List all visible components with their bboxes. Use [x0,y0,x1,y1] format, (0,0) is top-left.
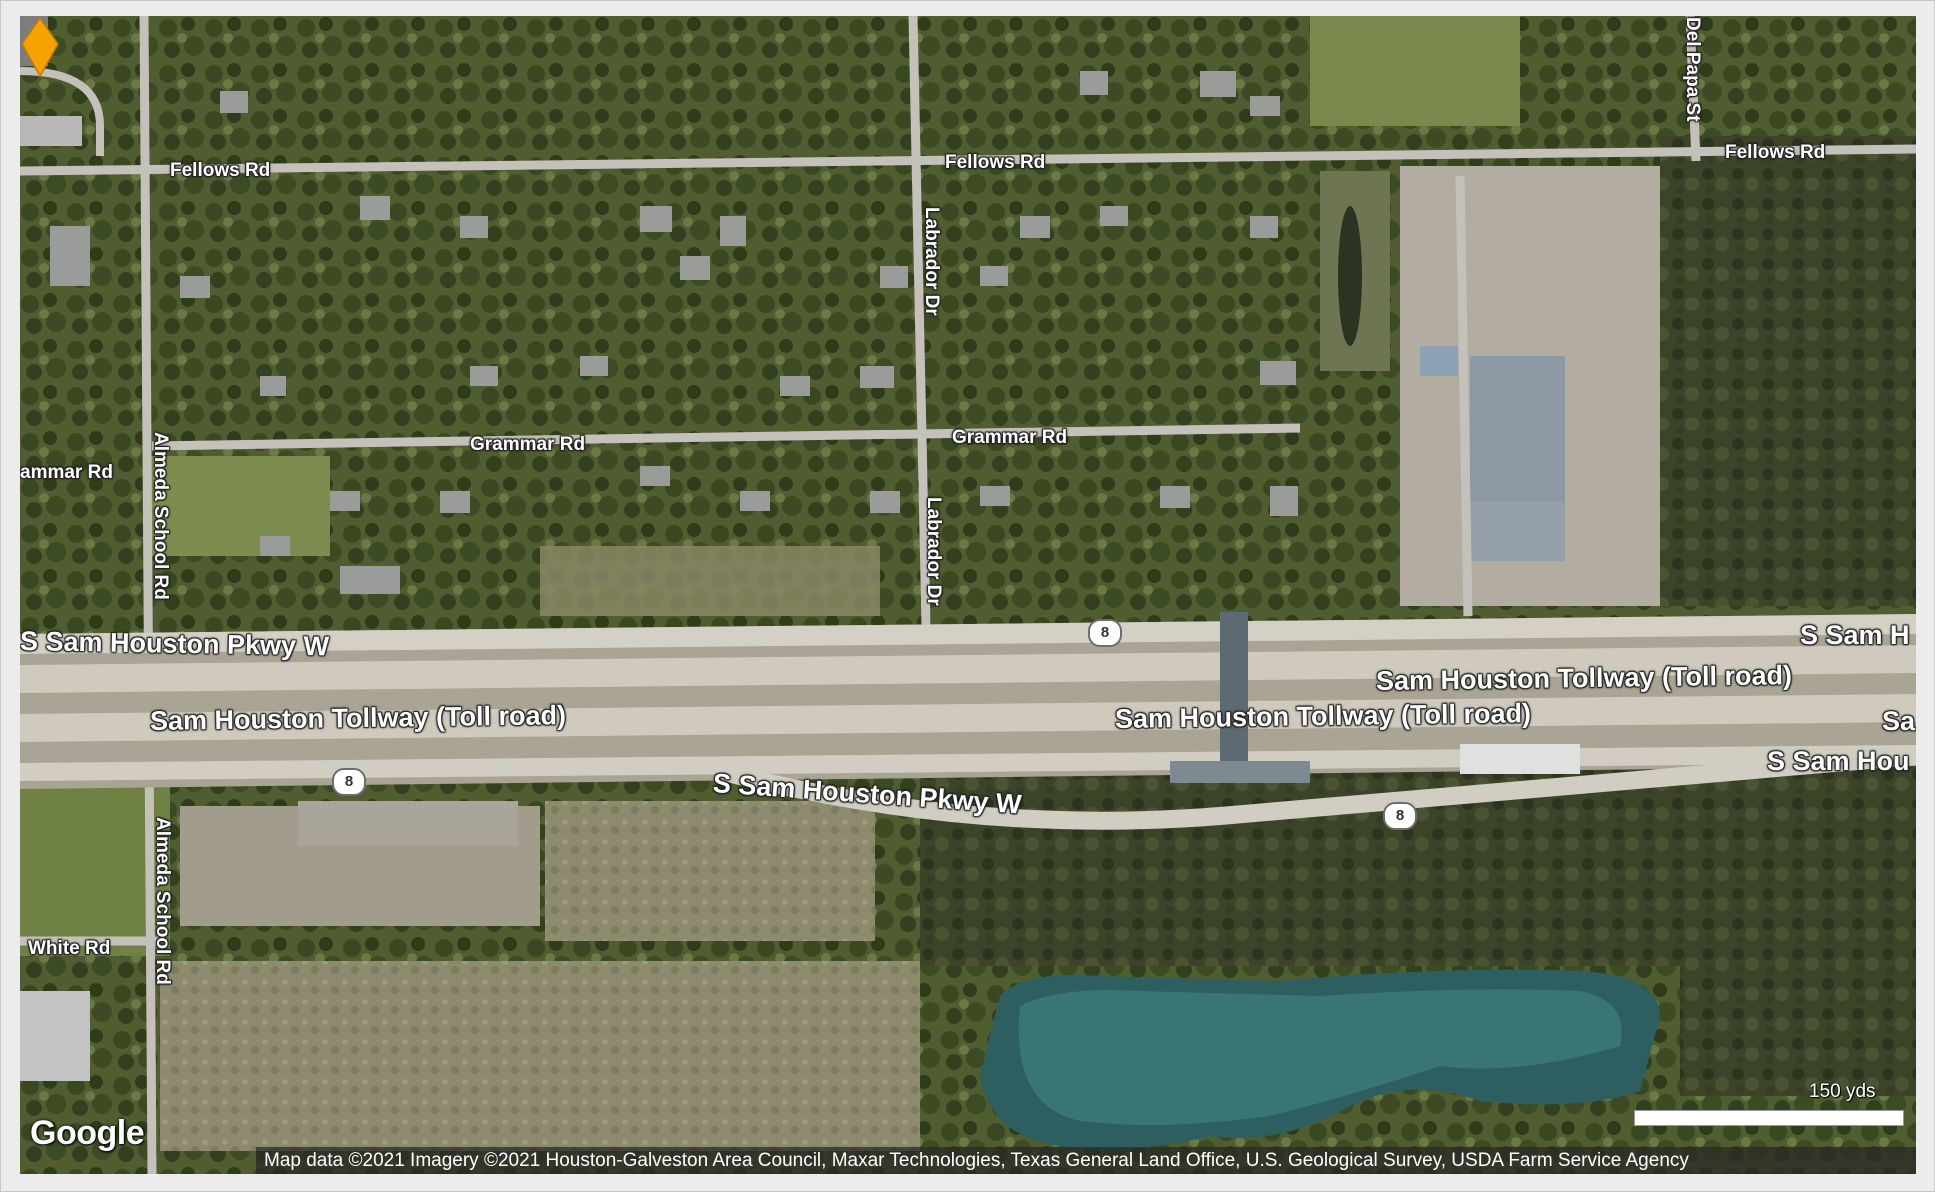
map-attribution: Map data ©2021 Imagery ©2021 Houston-Gal… [256,1147,1916,1174]
road-label-sam-houston-tollway: Sam Houston Tollway (Toll road) [149,700,567,736]
road-label-sam-houston-tollway: Sa [1882,706,1916,736]
route-8-shield-icon: 8 [1088,619,1122,647]
road-label-s-sam-houston-pkwy-w: S Sam Houston Pkwy W [20,626,330,662]
road-label-labrador-dr: Labrador Dr [923,497,944,606]
scale-label: 150 yds [1809,1081,1876,1102]
scale-bar [1634,1110,1904,1126]
road-label-fellows-rd: Fellows Rd [945,152,1046,173]
road-label-grammar-rd: Grammar Rd [470,434,586,455]
road-label-grammar-rd: Grammar Rd [952,427,1068,448]
road-label-sam-houston-tollway: Sam Houston Tollway (Toll road) [1114,698,1532,734]
road-label-white-rd: White Rd [28,938,111,959]
road-label-labrador-dr: Labrador Dr [921,207,942,316]
road-label-grammar-rd: ammar Rd [20,462,113,483]
road-label-s-sam-houston-pkwy-w: S Sam H [1800,620,1910,650]
road-label-s-sam-houston-pkwy-w: S Sam Hou [1767,746,1910,776]
road-label-fellows-rd: Fellows Rd [170,160,271,181]
route-8-shield-icon: 8 [332,768,366,796]
road-label-del-papa-st: Del Papa St [1682,17,1703,122]
google-logo[interactable]: Google [30,1114,145,1152]
road-label-sam-houston-tollway: Sam Houston Tollway (Toll road) [1375,660,1793,696]
road-label-almeda-school-rd: Almeda School Rd [152,817,173,985]
map-imagery [20,16,1916,1174]
diamond-marker-icon[interactable] [20,16,60,78]
route-8-shield-icon: 8 [1383,802,1417,830]
satellite-map[interactable]: Fellows Rd Fellows Rd Fellows Rd Del Pap… [20,16,1916,1174]
road-label-almeda-school-rd: Almeda School Rd [150,432,171,600]
road-label-fellows-rd: Fellows Rd [1725,142,1826,163]
